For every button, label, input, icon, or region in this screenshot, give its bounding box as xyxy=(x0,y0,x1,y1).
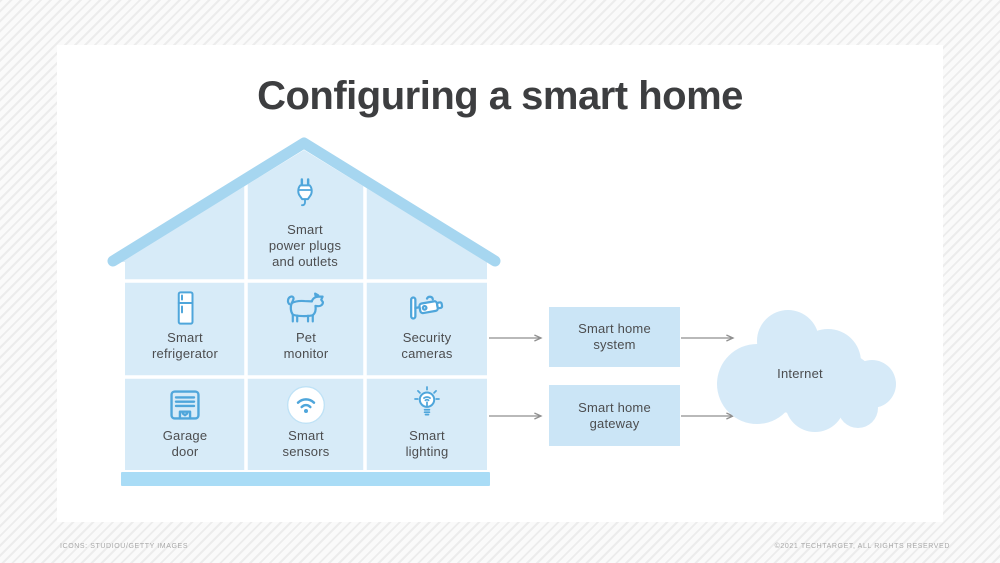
cell-label: Smart power plugs and outlets xyxy=(268,222,342,269)
security-camera-icon xyxy=(410,295,444,320)
cell-smart-sensors: Smart sensors xyxy=(248,382,364,470)
cell-pet-monitor: Pet monitor xyxy=(248,286,364,374)
cell-label: Pet monitor xyxy=(283,330,329,361)
house-base-bar xyxy=(121,472,490,486)
connector-arrows xyxy=(489,334,735,420)
cell-label: Garage door xyxy=(162,428,208,459)
smart-home-system-box: Smart home system xyxy=(549,307,680,367)
cell-smart-power-plugs: Smart power plugs and outlets xyxy=(246,172,364,280)
cell-garage-door: Garage door xyxy=(126,382,244,470)
refrigerator-icon xyxy=(177,291,194,325)
power-plug-icon xyxy=(297,178,313,207)
smart-home-gateway-box: Smart home gateway xyxy=(549,385,680,446)
garage-door-icon xyxy=(170,390,200,420)
cell-label: Security cameras xyxy=(401,330,453,361)
cell-label: Smart lighting xyxy=(405,428,449,459)
node-label: Internet xyxy=(777,366,823,381)
cell-label: Smart sensors xyxy=(282,428,330,459)
node-label: Smart home system xyxy=(578,321,651,352)
house-shape xyxy=(107,137,501,486)
internet-cloud xyxy=(717,310,896,432)
smart-bulb-icon xyxy=(414,386,440,416)
internet-label: Internet xyxy=(740,365,860,383)
wifi-sensor-icon xyxy=(287,386,325,424)
node-label: Smart home gateway xyxy=(578,399,651,431)
cell-security-cameras: Security cameras xyxy=(367,286,487,374)
cell-smart-refrigerator: Smart refrigerator xyxy=(126,286,244,374)
roof-outline xyxy=(107,137,501,267)
page-title: Configuring a smart home xyxy=(257,74,743,118)
cell-label: Smart refrigerator xyxy=(152,330,218,361)
pet-dog-icon xyxy=(286,292,325,323)
copyright-text: ©2021 TECHTARGET, ALL RIGHTS RESERVED xyxy=(774,543,950,550)
icon-credit-text: ICONS: STUDIOU/GETTY IMAGES xyxy=(60,543,189,550)
cell-smart-lighting: Smart lighting xyxy=(367,382,487,470)
